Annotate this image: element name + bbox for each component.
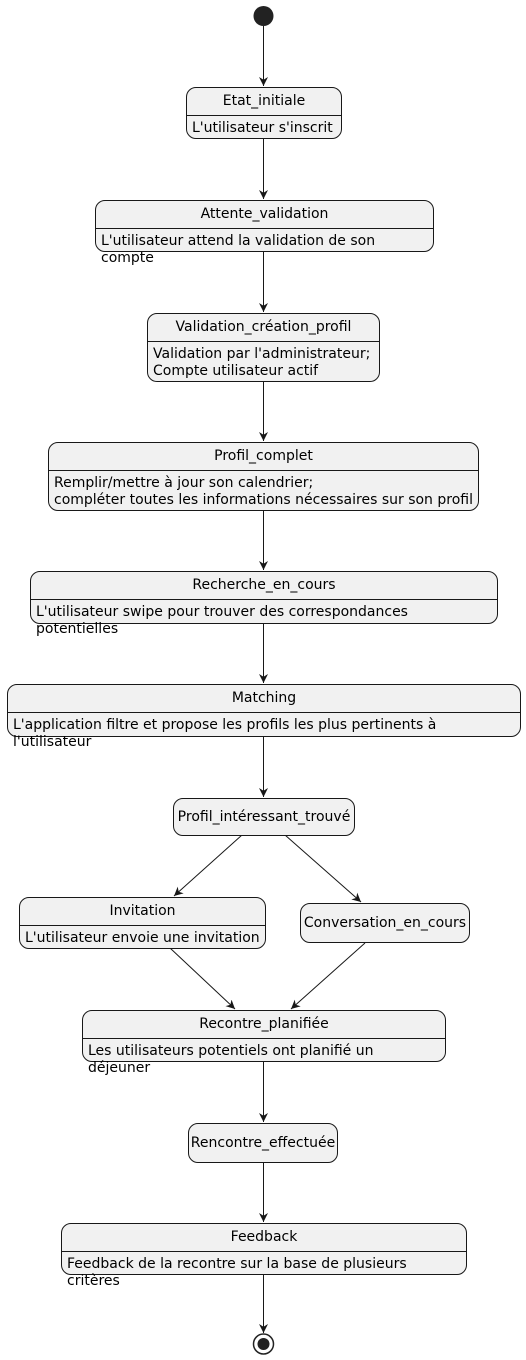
state-feedback: Feedback Feedback de la recontre sur la … — [61, 1223, 467, 1289]
state-description: L'utilisateur attend la validation de so… — [96, 228, 433, 270]
state-name: Conversation_en_cours — [303, 915, 467, 931]
transition-profil-interessant-invitation — [173, 834, 243, 897]
state-description: Remplir/mettre à jour son calendrier; co… — [49, 470, 478, 512]
transition-profil-interessant-conversation — [284, 834, 362, 903]
state-name: Etat_initiale — [222, 93, 306, 109]
state-description: Feedback de la recontre sur la base de p… — [62, 1251, 466, 1293]
state-attente-validation: Attente_validation L'utilisateur attend … — [95, 200, 434, 266]
state-description: Les utilisateurs potentiels ont planifié… — [83, 1038, 445, 1080]
state-matching: Matching L'application filtre et propose… — [7, 684, 521, 750]
state-name: Recherche_en_cours — [192, 577, 336, 593]
state-description: L'application filtre et propose les prof… — [8, 712, 520, 754]
state-description: L'utilisateur s'inscrit — [187, 115, 341, 140]
state-description: L'utilisateur envoie une invitation — [20, 925, 265, 950]
state-description: L'utilisateur swipe pour trouver des cor… — [31, 599, 497, 641]
state-name: Validation_création_profil — [175, 319, 352, 335]
state-name: Profil_intéressant_trouvé — [177, 809, 351, 825]
state-name: Rencontre_effectuée — [190, 1135, 336, 1151]
state-name: Profil_complet — [214, 448, 313, 464]
state-recontre-planifiee: Recontre_planifiée Les utilisateurs pote… — [82, 1010, 446, 1076]
state-profil-interessant-trouve: Profil_intéressant_trouvé — [173, 798, 355, 836]
state-name: Invitation — [109, 903, 176, 919]
state-invitation: Invitation L'utilisateur envoie une invi… — [19, 897, 266, 949]
state-name: Recontre_planifiée — [199, 1016, 329, 1032]
state-name: Feedback — [230, 1229, 298, 1245]
transition-invitation-recontre — [169, 947, 236, 1010]
state-description: Validation par l'administrateur; Compte … — [148, 341, 379, 383]
state-name: Matching — [231, 690, 297, 706]
transition-conversation-recontre — [290, 942, 366, 1010]
state-etat-initiale: Etat_initiale L'utilisateur s'inscrit — [186, 87, 342, 139]
final-state-node — [252, 1333, 275, 1355]
initial-state-node — [253, 6, 274, 26]
state-profil-complet: Profil_complet Remplir/mettre à jour son… — [48, 442, 479, 511]
state-validation-creation-profil: Validation_création_profil Validation pa… — [147, 313, 380, 382]
state-recherche-en-cours: Recherche_en_cours L'utilisateur swipe p… — [30, 571, 498, 637]
state-rencontre-effectuee: Rencontre_effectuée — [188, 1123, 338, 1163]
state-name: Attente_validation — [200, 206, 329, 222]
state-conversation-en-cours: Conversation_en_cours — [300, 903, 470, 943]
